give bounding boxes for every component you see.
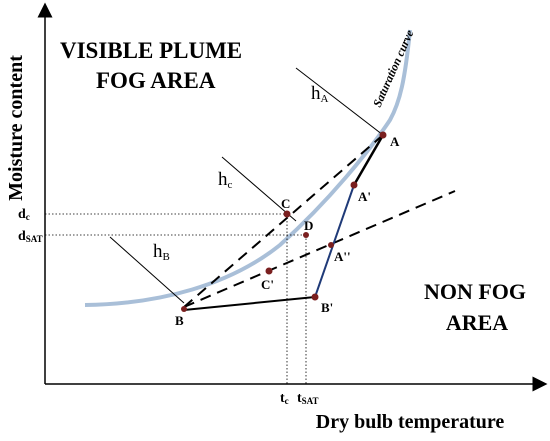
tick-label-tsat: tSAT xyxy=(297,391,319,406)
tick-label-tc: tc xyxy=(280,391,289,406)
point-b1-marker xyxy=(311,293,319,301)
point-c1-marker xyxy=(265,267,273,275)
line-b-b1 xyxy=(183,296,316,311)
saturation-curve xyxy=(84,29,412,307)
enthalpy-label-hb-main: h xyxy=(153,241,163,262)
tick-label-dc-sub: c xyxy=(26,212,30,222)
non-fog-area-label-line1: NON FOG xyxy=(424,279,526,304)
point-label-c1: C' xyxy=(261,277,274,292)
fog-area-label-line1: VISIBLE PLUME xyxy=(60,38,242,63)
point-d-marker xyxy=(303,232,309,238)
point-label-a2: A'' xyxy=(334,249,351,264)
tick-label-dc: dc xyxy=(18,207,30,222)
tick-label-dsat-main: d xyxy=(18,229,26,244)
enthalpy-label-hb-sub: B xyxy=(163,251,170,263)
enthalpy-label-hb: hB xyxy=(153,241,170,263)
point-label-b: B xyxy=(175,313,184,328)
y-axis-label: Moisture content xyxy=(5,55,27,201)
point-label-a: A xyxy=(390,134,400,149)
point-label-d: D xyxy=(304,218,313,233)
dashed-line-b-extended xyxy=(183,190,456,308)
enthalpy-line-hb xyxy=(109,236,185,304)
line-a-a1 xyxy=(352,134,385,186)
enthalpy-label-ha-main: h xyxy=(311,83,321,104)
point-c-marker xyxy=(283,210,291,218)
fog-area-label-line2: FOG AREA xyxy=(96,68,216,93)
enthalpy-label-ha-sub: A xyxy=(321,93,329,105)
tick-label-tc-sub: c xyxy=(285,396,289,406)
tick-label-tc-main: t xyxy=(280,391,285,406)
point-label-a1: A' xyxy=(358,189,371,204)
enthalpy-line-ha xyxy=(295,67,384,136)
point-a1-marker xyxy=(350,181,358,189)
tick-label-tsat-sub: SAT xyxy=(302,396,319,406)
point-a-marker xyxy=(379,131,387,139)
point-label-b1: B' xyxy=(321,300,333,315)
line-a1-b1 xyxy=(314,184,355,298)
point-b-marker xyxy=(181,306,187,312)
enthalpy-line-hc xyxy=(221,156,297,222)
point-a2-marker xyxy=(328,242,334,248)
enthalpy-label-hc: hc xyxy=(218,169,233,191)
point-label-c: C xyxy=(281,196,290,211)
enthalpy-label-hc-main: h xyxy=(218,169,228,190)
tick-label-dc-main: d xyxy=(18,207,26,222)
tick-label-tsat-main: t xyxy=(297,391,302,406)
non-fog-area-label-line2: AREA xyxy=(446,310,508,335)
tick-label-dsat-sub: SAT xyxy=(26,234,43,244)
x-axis-label: Dry bulb temperature xyxy=(316,411,505,433)
dashed-line-b-a xyxy=(183,134,384,308)
enthalpy-label-hc-sub: c xyxy=(228,179,233,191)
saturation-curve-label: Saturation curve xyxy=(370,27,417,109)
tick-label-dsat: dSAT xyxy=(18,229,43,244)
enthalpy-label-ha: hA xyxy=(311,83,329,105)
